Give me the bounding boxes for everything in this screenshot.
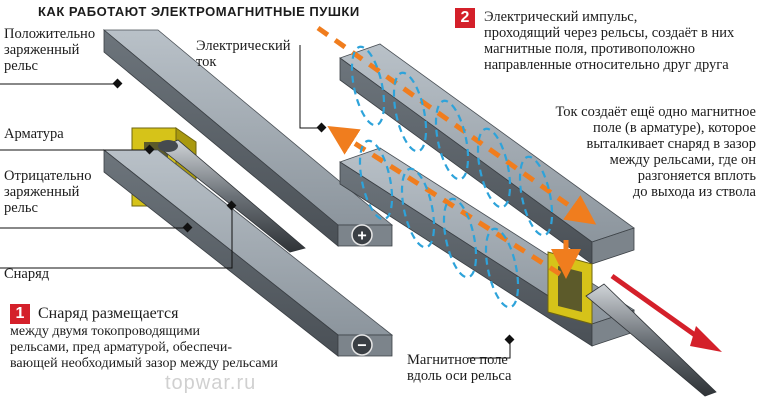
positive-rail xyxy=(102,29,394,247)
right-armature xyxy=(547,251,593,325)
label-armature: Арматура xyxy=(4,126,64,142)
label-positive-rail: Положительно заряженный рельс xyxy=(4,26,96,74)
label-electric-current: Электрический ток xyxy=(196,38,291,70)
step3-text: Ток создаёт ещё одно магнитное поле (в а… xyxy=(555,104,757,200)
leader-lines xyxy=(0,45,511,359)
projectile-right xyxy=(585,283,717,397)
step2-badge: 2 xyxy=(455,8,475,28)
plus-sign: + xyxy=(357,228,366,245)
step1-lead: Снаряд размещается xyxy=(38,305,179,322)
step2-text: Электрический импульс, проходящий через … xyxy=(484,9,735,73)
label-negative-rail: Отрицательно заряженный рельс xyxy=(4,168,92,216)
label-magnetic-field: Магнитное поле вдоль оси рельса xyxy=(407,352,512,384)
current-arrows xyxy=(316,25,597,279)
watermark: topwar.ru xyxy=(165,372,257,394)
page-title: КАК РАБОТАЮТ ЭЛЕКТРОМАГНИТНЫЕ ПУШКИ xyxy=(38,4,360,19)
plus-symbol: + xyxy=(351,224,373,246)
step1-badge: 1 xyxy=(10,304,30,324)
leader-dots xyxy=(112,78,515,345)
projectile-left xyxy=(158,139,306,253)
negative-rail xyxy=(102,149,394,357)
exit-arrow xyxy=(610,273,722,352)
minus-symbol: − xyxy=(351,334,373,356)
step1-text: между двумя токопроводящими рельсами, пр… xyxy=(10,324,278,371)
minus-sign: − xyxy=(357,338,366,355)
label-projectile: Снаряд xyxy=(4,266,50,282)
